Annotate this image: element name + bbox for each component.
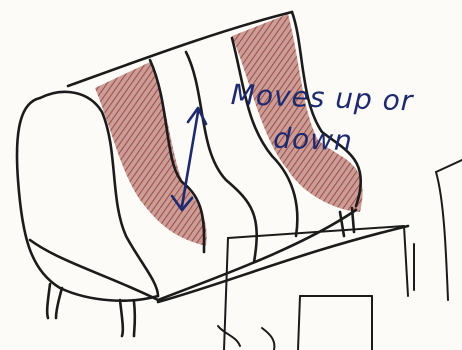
annotation-line-1: Moves up or — [230, 74, 459, 124]
sketch-annotation: Moves up or down — [229, 74, 460, 166]
annotation-line-2: down — [229, 116, 458, 166]
